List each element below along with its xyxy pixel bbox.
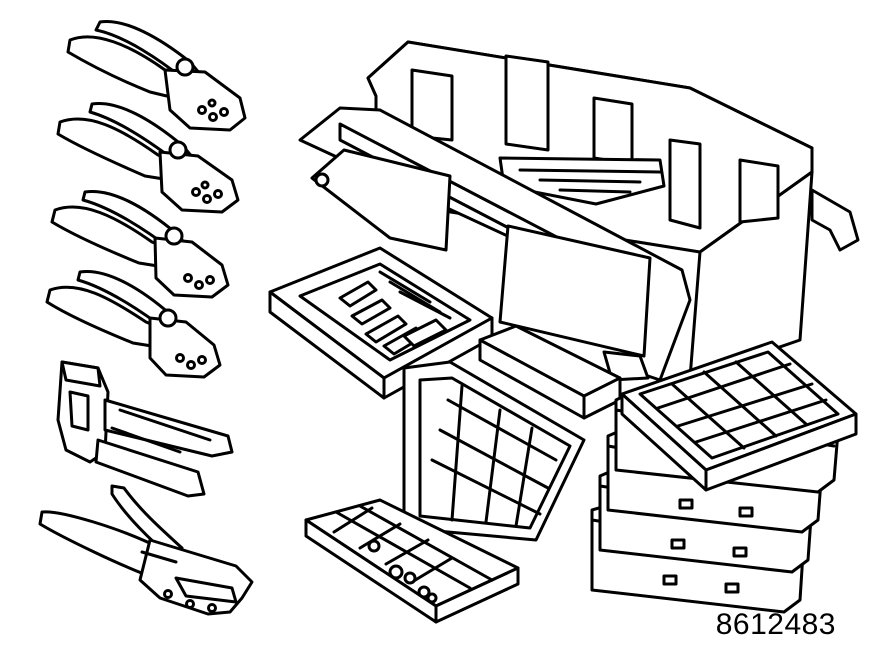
wire-stripper xyxy=(40,486,252,614)
open-assortment-case xyxy=(306,362,584,622)
crimping-pliers-1 xyxy=(68,21,245,130)
assortment-box-stack xyxy=(592,342,856,612)
toolbox xyxy=(300,42,858,380)
terminal-crimp-tool xyxy=(58,362,232,496)
tool-tray xyxy=(270,248,492,398)
crimping-pliers-2 xyxy=(58,103,238,212)
crimping-pliers-4 xyxy=(47,271,220,377)
crimping-pliers-3 xyxy=(52,191,228,297)
figure-reference-number: 8612483 xyxy=(715,608,836,641)
